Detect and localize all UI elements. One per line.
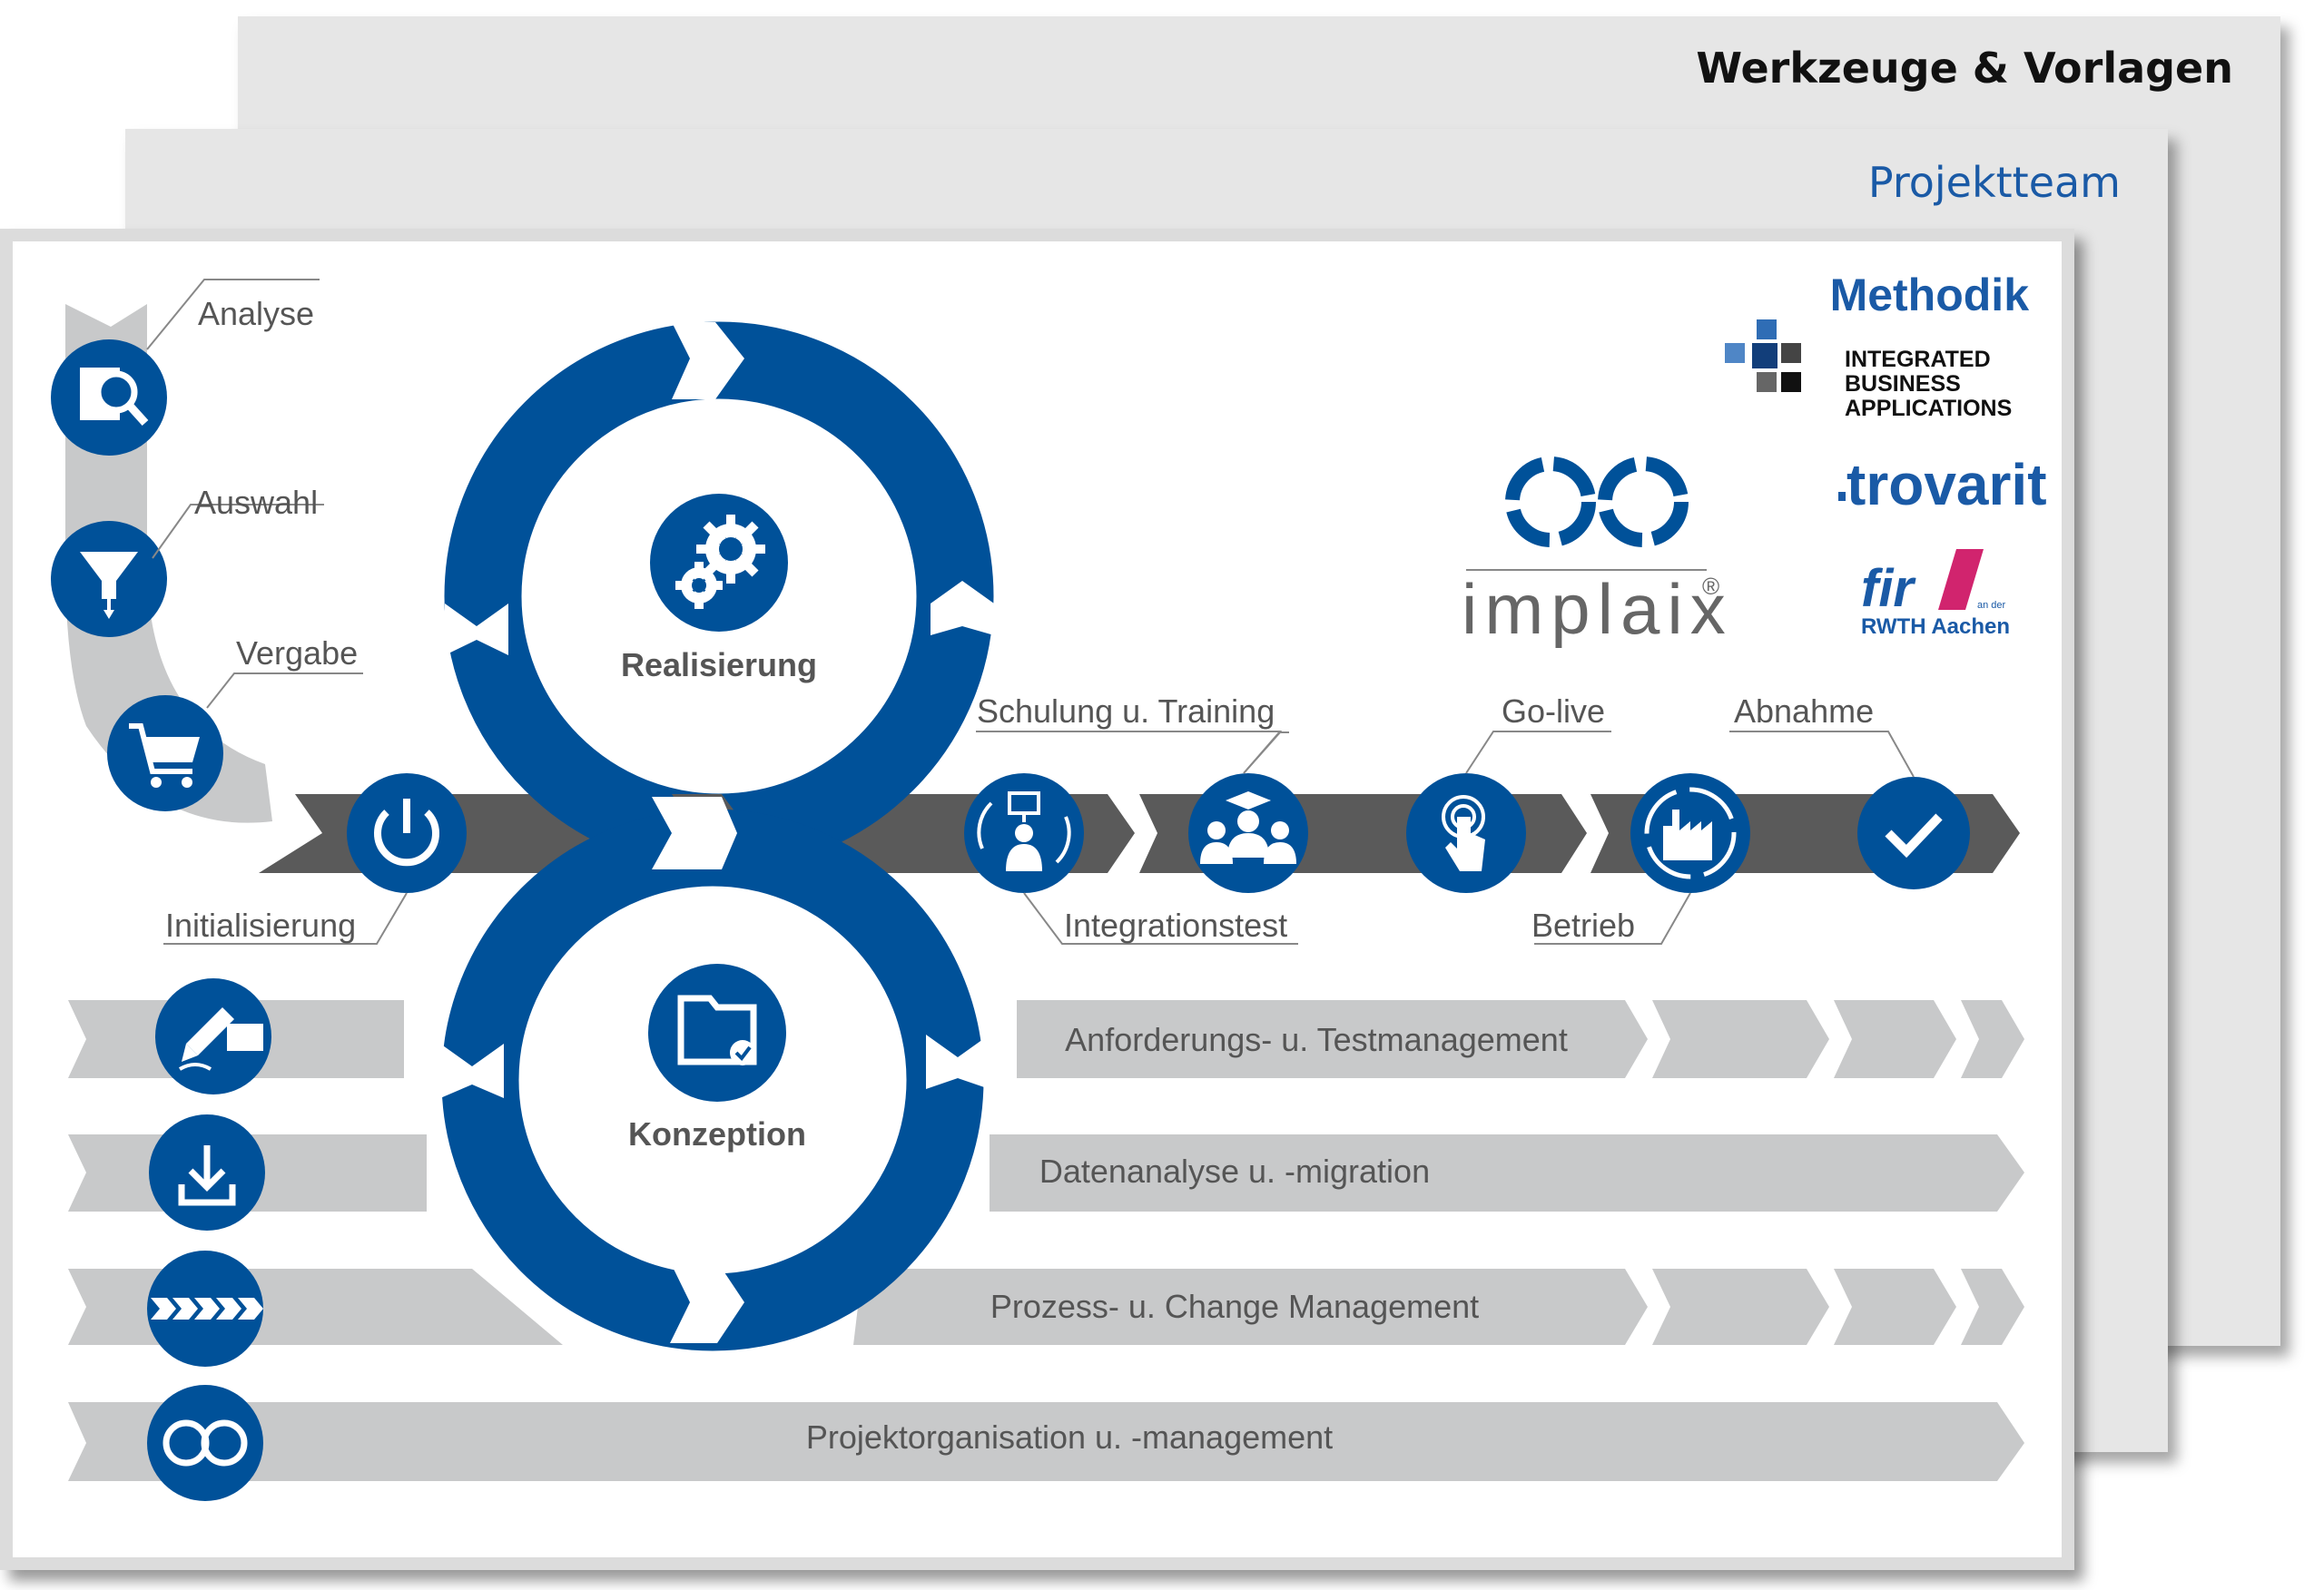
folder-check-icon bbox=[677, 995, 757, 1065]
iba-line-3: APPLICATIONS bbox=[1845, 396, 2012, 421]
projektorganisation-label: Projektorganisation u. -management bbox=[806, 1418, 1333, 1456]
vergabe-label: Vergabe bbox=[236, 634, 358, 672]
datenanalyse-label: Datenanalyse u. -migration bbox=[1039, 1153, 1430, 1190]
anforderungen-label: Anforderungs- u. Testmanagement bbox=[1065, 1021, 1568, 1058]
workstream-prozess[interactable]: Prozess- u. Change Management bbox=[147, 1251, 1479, 1367]
trovarit-wordmark: trovarit bbox=[1846, 452, 2047, 517]
integrationstest-label: Integrationstest bbox=[1064, 907, 1287, 944]
milestone-initialisierung[interactable]: Initialisierung bbox=[163, 773, 467, 945]
milestone-abnahme[interactable]: Abnahme bbox=[1729, 692, 1970, 889]
fir-subtitle: RWTH Aachen bbox=[1861, 614, 2010, 639]
chevrons-icon bbox=[151, 1298, 263, 1320]
factory-cycle-icon bbox=[1644, 787, 1737, 879]
fir-small-line-1: an der bbox=[1977, 600, 2006, 611]
touch-icon bbox=[1442, 795, 1485, 871]
implaix-registered-mark: ® bbox=[1702, 573, 1719, 600]
golive-label: Go-live bbox=[1502, 692, 1605, 730]
infinity-icon bbox=[162, 1419, 248, 1467]
realization-label: Realisierung bbox=[621, 646, 817, 683]
download-icon bbox=[178, 1145, 236, 1206]
auswahl-label: Auswahl bbox=[194, 484, 318, 521]
implaix-wordmark: implaix bbox=[1462, 569, 1733, 649]
abnahme-label: Abnahme bbox=[1734, 692, 1874, 730]
workstream-daten[interactable]: Datenanalyse u. -migration bbox=[149, 1114, 1430, 1231]
checkmark-icon bbox=[1885, 813, 1943, 859]
initialisierung-label: Initialisierung bbox=[165, 907, 356, 944]
realization-phase[interactable]: Realisierung bbox=[621, 494, 817, 683]
conception-label: Konzeption bbox=[628, 1115, 806, 1153]
betrieb-label: Betrieb bbox=[1531, 907, 1635, 944]
signature-icon bbox=[178, 1007, 263, 1071]
integration-test-icon bbox=[977, 791, 1071, 871]
iba-line-1: INTEGRATED bbox=[1845, 347, 1991, 372]
methodology-card bbox=[0, 229, 2074, 1570]
milestone-betrieb[interactable]: Betrieb bbox=[1531, 773, 1750, 945]
workstream-projektorganisation[interactable]: Projektorganisation u. -management bbox=[147, 1385, 1333, 1501]
magnifier-document-icon bbox=[80, 368, 149, 427]
funnel-icon bbox=[80, 552, 138, 619]
trovarit-logo: trovarit bbox=[1838, 452, 2047, 517]
fir-wordmark: fir bbox=[1861, 559, 1916, 618]
tools-templates-title: Werkzeuge & Vorlagen bbox=[1696, 44, 2233, 93]
analyse-label: Analyse bbox=[198, 295, 314, 332]
milestone-schulung[interactable]: Schulung u. Training bbox=[976, 692, 1308, 893]
gears-icon bbox=[675, 515, 765, 609]
training-icon bbox=[1200, 791, 1296, 864]
figure-eight-loop bbox=[441, 321, 994, 1351]
project-team-title: Projektteam bbox=[1867, 158, 2121, 207]
prozess-label: Prozess- u. Change Management bbox=[990, 1288, 1479, 1325]
fir-logo: fir an der RWTH Aachen bbox=[1861, 549, 2010, 639]
selection-step-analyse[interactable]: Analyse bbox=[51, 279, 320, 456]
methodology-title: Methodik bbox=[1830, 270, 2030, 320]
workstream-anforderungen[interactable]: Anforderungs- u. Testmanagement bbox=[155, 978, 1568, 1094]
selection-step-vergabe[interactable]: Vergabe bbox=[107, 634, 363, 811]
milestone-integrationstest[interactable]: Integrationstest bbox=[964, 773, 1298, 945]
conception-phase[interactable]: Konzeption bbox=[628, 964, 806, 1153]
implaix-logo: implaix ® bbox=[1462, 456, 1733, 649]
milestone-golive[interactable]: Go-live bbox=[1406, 692, 1611, 893]
power-icon bbox=[374, 799, 439, 867]
timeline-bar bbox=[259, 794, 2020, 873]
iba-line-2: BUSINESS bbox=[1845, 371, 1961, 397]
shopping-cart-icon bbox=[129, 723, 200, 788]
selection-step-auswahl[interactable]: Auswahl bbox=[51, 484, 324, 637]
schulung-label: Schulung u. Training bbox=[977, 692, 1275, 730]
iba-logo: INTEGRATED BUSINESS APPLICATIONS bbox=[1725, 319, 2012, 421]
workstream-bars bbox=[68, 1000, 2024, 1481]
